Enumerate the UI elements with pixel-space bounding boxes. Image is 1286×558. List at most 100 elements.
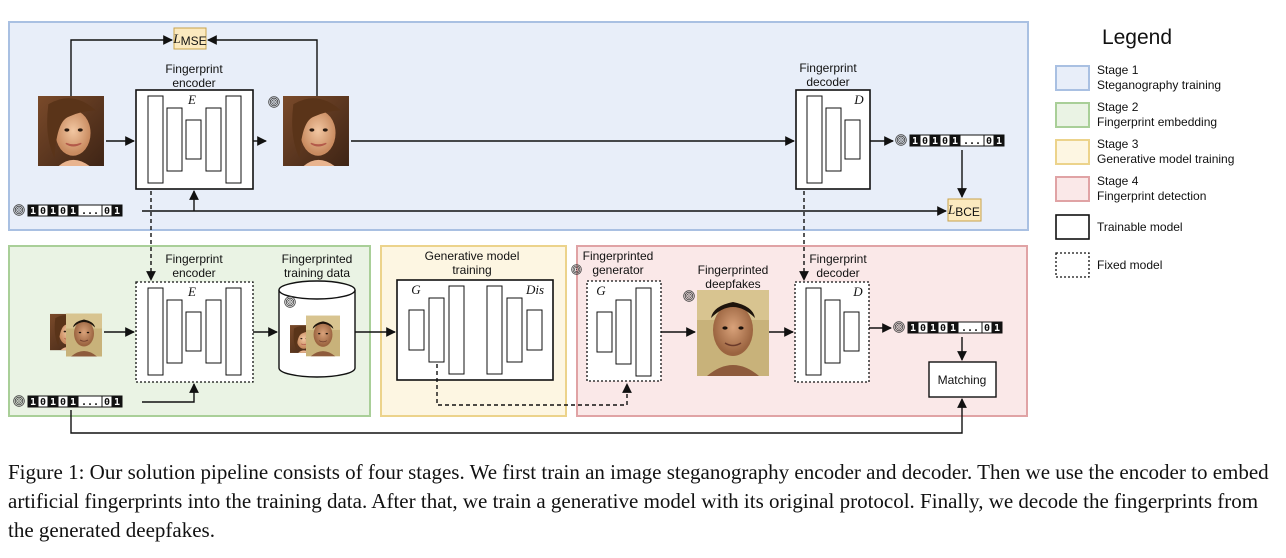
encoder-1-title-line1: Fingerprint (165, 62, 223, 76)
fingerprint-encoder-fixed: Fingerprint encoder E (135, 252, 254, 383)
bit-cell (993, 134, 1005, 147)
bit-value: 0 (104, 206, 110, 217)
fixed-connections (146, 191, 809, 406)
bit-value: 1 (50, 206, 56, 217)
generative-model-training: Generative model training G Dis (396, 249, 554, 381)
bit-value: 1 (932, 136, 938, 147)
bit-value: 0 (60, 397, 66, 408)
loss-mse: LMSE (172, 27, 207, 50)
bit-value: ... (963, 136, 981, 147)
legend-stage3-name: Stage 3 (1097, 137, 1139, 151)
fingerprint-icon (893, 321, 905, 333)
bit-value: 0 (940, 323, 946, 334)
legend: Legend Stage 1 Steganography training St… (1055, 26, 1234, 278)
training-images-stack (50, 312, 102, 358)
loss-bce: LBCE (947, 198, 982, 222)
pipeline-diagram: Fingerprint encoder E Fingerprint decode… (8, 21, 1234, 434)
fingerprinted-generator-fixed: Fingerprinted generator G (571, 249, 662, 382)
bit-value: 0 (60, 206, 66, 217)
fingerprint-icon (284, 296, 296, 308)
encoder-2-title-line1: Fingerprint (165, 252, 223, 266)
loss-bce-subscript: BCE (955, 205, 980, 219)
fingerprint-decoder-trainable: Fingerprint decoder D (795, 61, 871, 190)
bit-value: 1 (114, 206, 120, 217)
bit-value: 0 (920, 323, 926, 334)
legend-stage3-desc: Generative model training (1097, 152, 1234, 166)
bit-value: 1 (996, 136, 1002, 147)
fingerprint-encoder-trainable: Fingerprint encoder E (135, 62, 254, 190)
bit-value: 0 (40, 206, 46, 217)
legend-swatch-stage1 (1055, 65, 1090, 91)
bit-value: 1 (50, 397, 56, 408)
gen-title-line1: Generative model (425, 249, 520, 263)
fingerprint-decoder-fixed: Fingerprint decoder D (794, 252, 870, 383)
decoder-2-title-line1: Fingerprint (809, 252, 867, 266)
bit-value: 0 (922, 136, 928, 147)
input-image-woman (38, 96, 104, 166)
gen-title-line2: training (452, 263, 491, 277)
legend-swatch-stage2 (1055, 102, 1090, 128)
encoder-1-symbol: E (187, 92, 196, 107)
bit-value: 1 (994, 323, 1000, 334)
svg-text:LMSE: LMSE (172, 31, 206, 48)
bit-value: 0 (942, 136, 948, 147)
bit-value: 1 (950, 323, 956, 334)
legend-stage2-name: Stage 2 (1097, 100, 1139, 114)
figure-caption: Figure 1: Our solution pipeline consists… (8, 460, 1269, 542)
legend-stage1-name: Stage 1 (1097, 63, 1139, 77)
bit-value: 0 (40, 397, 46, 408)
fake-title-line2: deepfakes (705, 277, 760, 291)
legend-swatch-fixed (1055, 252, 1090, 278)
data-title-line2: training data (284, 266, 350, 280)
bit-cell (991, 321, 1003, 334)
bit-value: 1 (114, 397, 120, 408)
legend-swatch-stage3 (1055, 139, 1090, 165)
decoder-1-symbol: D (853, 92, 864, 107)
discriminator-symbol: Dis (525, 282, 544, 297)
legend-swatch-stage4 (1055, 176, 1090, 202)
generator-symbol: G (411, 282, 421, 297)
fingerprint-icon (13, 204, 25, 216)
fingerprinted-training-data: Fingerprinted training data (278, 252, 356, 378)
bit-value: 0 (986, 136, 992, 147)
bit-value: ... (81, 206, 99, 217)
legend-stage4-desc: Fingerprint detection (1097, 189, 1206, 203)
fgen-symbol: G (596, 283, 606, 298)
bit-cell (111, 204, 123, 217)
legend-stage4-name: Stage 4 (1097, 174, 1139, 188)
data-title-line1: Fingerprinted (282, 252, 353, 266)
bit-value: 1 (952, 136, 958, 147)
bit-value: 1 (70, 397, 76, 408)
bit-value: 1 (930, 323, 936, 334)
decoder-2-title-line2: decoder (816, 266, 859, 280)
encoder-1-title-line2: encoder (172, 76, 215, 90)
svg-text:LBCE: LBCE (947, 202, 980, 219)
decoder-1-title-line1: Fingerprint (799, 61, 857, 75)
bit-value: 1 (910, 323, 916, 334)
connections (70, 35, 967, 434)
bit-cell (111, 395, 123, 408)
matching-box: Matching (928, 361, 997, 398)
bit-value: ... (961, 323, 979, 334)
matching-label: Matching (938, 373, 987, 387)
loss-bce-symbol: L (947, 202, 955, 217)
loss-mse-subscript: MSE (181, 34, 207, 48)
legend-fixed-label: Fixed model (1097, 258, 1162, 272)
bit-value: 0 (104, 397, 110, 408)
fingerprint-icon (683, 290, 695, 302)
bit-value: 1 (30, 206, 36, 217)
bit-value: 0 (984, 323, 990, 334)
output-image-woman (283, 96, 349, 166)
legend-title: Legend (1102, 26, 1172, 49)
fingerprinted-deepfakes: Fingerprinted deepfakes (683, 263, 769, 376)
legend-trainable-label: Trainable model (1097, 220, 1183, 234)
fake-title-line1: Fingerprinted (698, 263, 769, 277)
fgen-title-line1: Fingerprinted (583, 249, 654, 263)
decoder-1-title-line2: decoder (806, 75, 849, 89)
decoder-2-symbol: D (852, 284, 863, 299)
encoder-2-title-line2: encoder (172, 266, 215, 280)
